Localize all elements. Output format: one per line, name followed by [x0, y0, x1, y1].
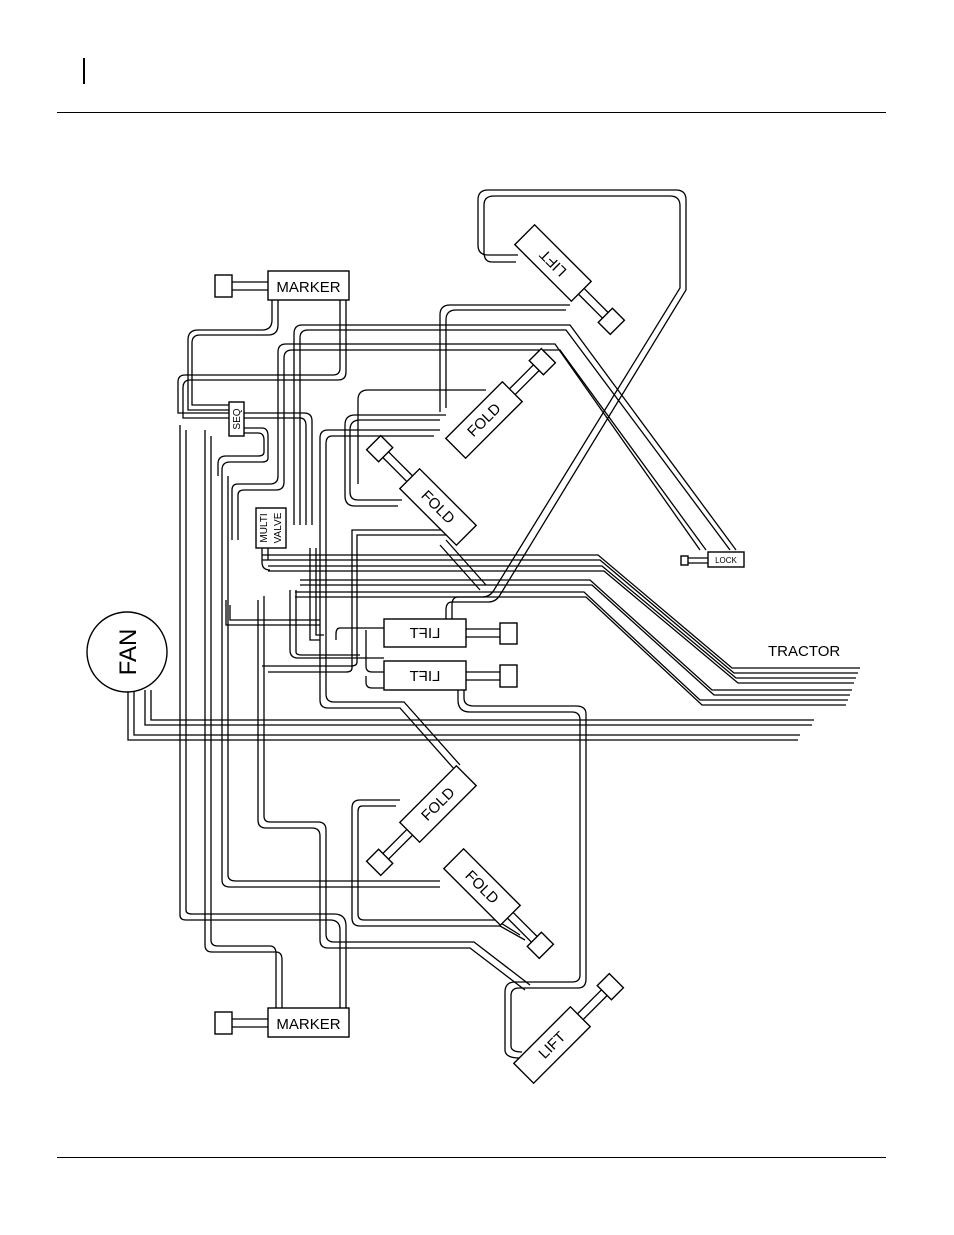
fan-motor: FAN [87, 612, 167, 692]
hose-bundle-fan [128, 690, 814, 740]
fold-cylinder-4: FOLD [444, 849, 556, 961]
marker-top-label: MARKER [276, 279, 340, 296]
lift-cylinder-center-2: LIFT [384, 661, 517, 690]
sequence-valve: SEQ [229, 402, 244, 436]
marker-cylinder-bottom: MARKER [215, 1008, 349, 1037]
multi-valve-label-2: VALVE [273, 512, 284, 543]
hose-multi-valve-bottom [258, 548, 530, 990]
fold-cylinder-1: FOLD [446, 346, 558, 458]
lock-label: LOCK [715, 556, 737, 565]
lift-cylinder-center-1: LIFT [384, 619, 517, 647]
lift-center-1-label: LIFT [410, 625, 441, 642]
seq-label: SEQ [232, 408, 243, 429]
multi-valve-label-1: MULTI [259, 513, 270, 542]
marker-cylinder-top: MARKER [215, 271, 349, 300]
lift-cylinder-top: LIFT [515, 225, 627, 337]
hose-marker-top [178, 300, 346, 418]
lift-center-2-label: LIFT [410, 668, 441, 685]
multi-valve: MULTI VALVE [256, 508, 286, 548]
lock-valve: LOCK [681, 552, 744, 567]
hose-lift-right [336, 628, 586, 1058]
fan-label: FAN [115, 629, 142, 676]
marker-bottom-label: MARKER [276, 1016, 340, 1033]
tractor-label: TRACTOR [768, 643, 840, 660]
